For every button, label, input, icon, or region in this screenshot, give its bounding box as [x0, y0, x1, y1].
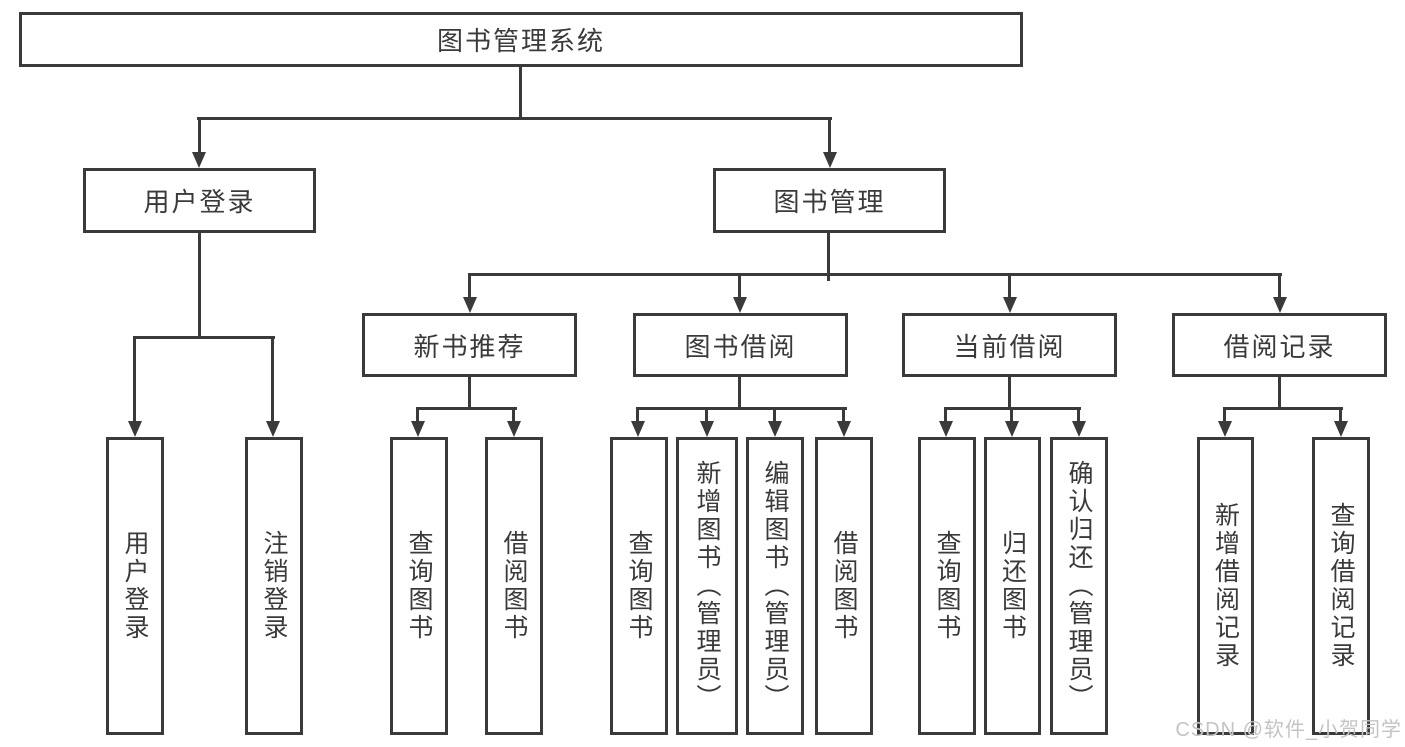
arrow-head-to-return-books	[1005, 421, 1019, 437]
connector-root-hbar	[197, 117, 832, 120]
leaf-borrow-books-recommend: 借阅图书	[485, 437, 543, 735]
arrow-head-to-user-login-branch	[192, 152, 206, 168]
arrow-line-to-current-borrowing	[1008, 273, 1011, 299]
arrow-head-to-add-borrow-record	[1218, 421, 1232, 437]
node-book-borrowing: 图书借阅	[633, 313, 848, 377]
leaf-user-login: 用户登录	[106, 437, 164, 735]
arrow-line-to-confirm-return-admin	[1077, 407, 1080, 423]
arrow-head-to-query-books-current	[939, 421, 953, 437]
arrow-line-to-query-books-current	[944, 407, 947, 423]
leaf-borrow-books-borrowing: 借阅图书	[815, 437, 873, 735]
arrow-head-to-confirm-return-admin	[1072, 421, 1086, 437]
connector-user-login-stem	[198, 233, 201, 339]
arrow-line-to-book-borrowing	[738, 273, 741, 299]
node-borrowing-records: 借阅记录	[1172, 313, 1387, 377]
arrow-head-to-borrow-books-recommend	[507, 421, 521, 437]
connector-root-stem	[519, 67, 522, 120]
leaf-confirm-return-admin: 确认归还（管理员）	[1050, 437, 1108, 735]
leaf-query-borrow-record: 查询借阅记录	[1312, 437, 1370, 735]
arrow-line-to-leaf-logout	[271, 336, 274, 423]
node-new-book-recommend: 新书推荐	[362, 313, 577, 377]
leaf-query-books-recommend: 查询图书	[390, 437, 448, 735]
leaf-logout: 注销登录	[245, 437, 303, 735]
connector-new-book-recommend-hbar	[416, 407, 517, 410]
arrow-line-to-borrow-books-recommend	[512, 407, 515, 423]
leaf-add-books-admin: 新增图书（管理员）	[676, 437, 738, 735]
arrow-head-to-borrow-books-borrowing	[837, 421, 851, 437]
connector-user-login-hbar	[133, 336, 275, 339]
arrow-line-to-leaf-user-login	[133, 336, 136, 423]
connector-borrowing-records-hbar	[1223, 407, 1343, 410]
node-user-login-branch: 用户登录	[83, 168, 316, 233]
node-book-management: 图书管理	[713, 168, 946, 233]
csdn-watermark: CSDN @软件_小贺同学	[1175, 719, 1402, 741]
leaf-add-borrow-record: 新增借阅记录	[1197, 437, 1254, 735]
leaf-edit-books-admin: 编辑图书（管理员）	[746, 437, 804, 735]
arrow-head-to-query-books-recommend	[411, 421, 425, 437]
arrow-head-to-borrowing-records	[1273, 297, 1287, 313]
leaf-query-books-borrowing: 查询图书	[610, 437, 668, 735]
arrow-head-to-new-book-recommend	[463, 297, 477, 313]
connector-book-borrowing-hbar	[636, 407, 847, 410]
arrow-line-to-query-borrow-record	[1339, 407, 1342, 423]
arrow-line-to-borrow-books-borrowing	[842, 407, 845, 423]
arrow-head-to-book-borrowing	[733, 297, 747, 313]
arrow-head-to-add-books-admin	[700, 421, 714, 437]
arrow-line-to-user-login-branch	[198, 117, 201, 154]
arrow-head-to-leaf-user-login	[128, 421, 142, 437]
connector-book-management-stem	[827, 233, 830, 281]
connector-book-borrowing-stem	[738, 377, 741, 410]
arrow-head-to-edit-books-admin	[768, 421, 782, 437]
leaf-return-books: 归还图书	[984, 437, 1041, 735]
arrow-line-to-add-borrow-record	[1223, 407, 1226, 423]
arrow-head-to-query-books-borrowing	[631, 421, 645, 437]
arrow-head-to-book-management	[823, 152, 837, 168]
connector-book-management-hbar	[468, 273, 1282, 276]
arrow-line-to-add-books-admin	[705, 407, 708, 423]
arrow-line-to-query-books-borrowing	[636, 407, 639, 423]
leaf-query-books-current: 查询图书	[918, 437, 976, 735]
arrow-head-to-query-borrow-record	[1334, 421, 1348, 437]
arrow-line-to-edit-books-admin	[773, 407, 776, 423]
node-current-borrowing: 当前借阅	[902, 313, 1117, 377]
arrow-line-to-new-book-recommend	[468, 273, 471, 299]
arrow-line-to-borrowing-records	[1278, 273, 1281, 299]
arrow-line-to-return-books	[1010, 407, 1013, 423]
connector-new-book-recommend-stem	[468, 377, 471, 410]
arrow-head-to-current-borrowing	[1003, 297, 1017, 313]
connector-borrowing-records-stem	[1278, 377, 1281, 410]
connector-current-borrowing-stem	[1008, 377, 1011, 410]
arrow-line-to-book-management	[828, 117, 831, 154]
arrow-head-to-leaf-logout	[266, 421, 280, 437]
node-root-library-management-system: 图书管理系统	[19, 12, 1023, 67]
arrow-line-to-query-books-recommend	[416, 407, 419, 423]
